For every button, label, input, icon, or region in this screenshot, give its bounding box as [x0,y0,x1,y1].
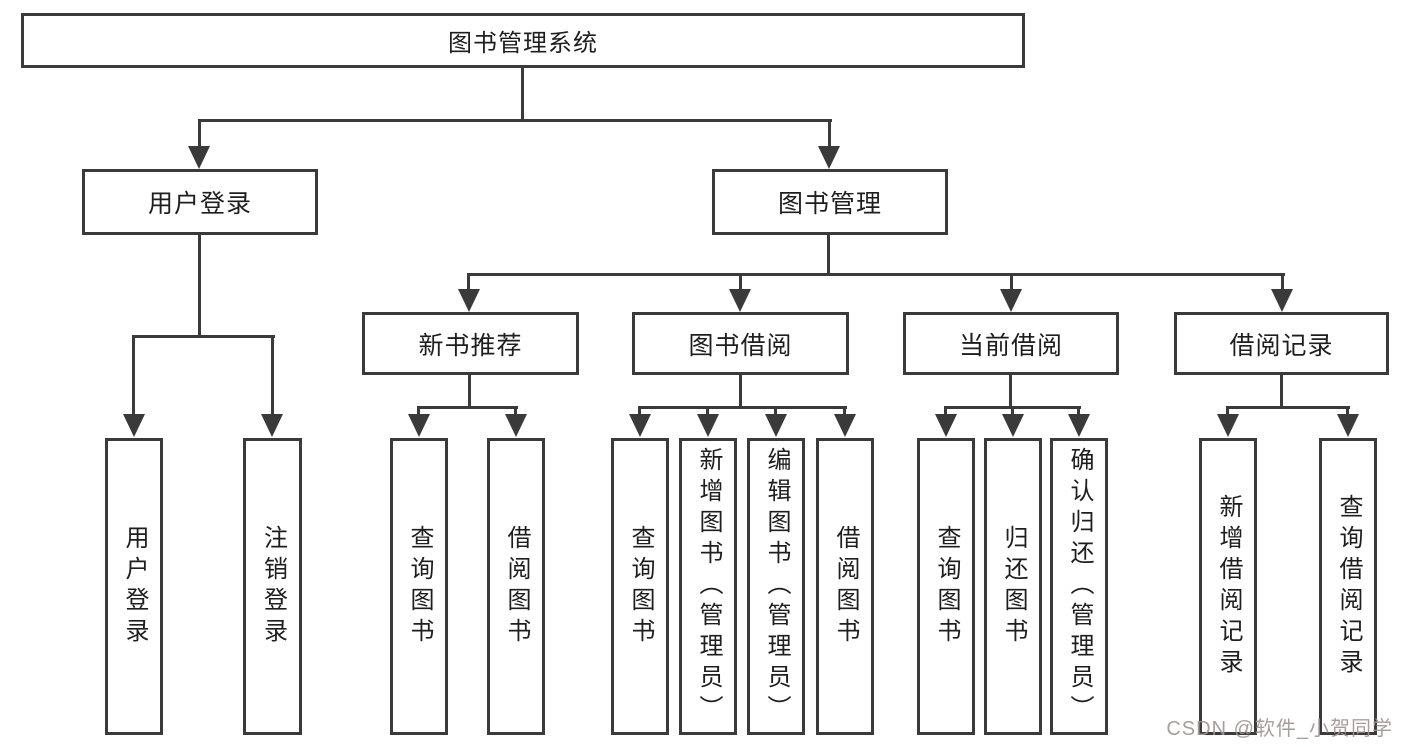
node-root-label: 图书管理系统 [448,30,598,57]
connector-line [1226,406,1229,418]
node-borrow-record: 借阅记录 [1174,312,1389,375]
leaf-borrow-book-1-label: 借阅图书 [503,524,530,649]
connector-line [944,406,947,418]
arrow-down-icon [1271,289,1293,312]
leaf-logout: 注销登录 [243,438,302,735]
node-new-book-recommend-label: 新书推荐 [418,331,523,360]
connector-line [1226,406,1350,409]
arrow-down-icon [1068,414,1090,437]
node-book-borrow: 图书借阅 [632,312,849,375]
connector-line [467,273,1285,276]
leaf-logout-label: 注销登录 [259,524,287,649]
leaf-confirm-return-admin: 确认归还（管理员） [1050,438,1108,735]
connector-line [132,335,275,338]
connector-line [198,235,201,338]
leaf-add-borrow-record: 新增借阅记录 [1199,438,1257,735]
connector-line [1077,406,1080,418]
node-new-book-recommend: 新书推荐 [362,312,579,375]
leaf-edit-book-admin-label: 编辑图书（管理员） [763,447,790,726]
node-book-management-label: 图书管理 [777,190,882,218]
leaf-query-book-3: 查询图书 [917,438,975,735]
connector-line [417,406,518,409]
connector-line [638,406,641,418]
arrow-down-icon [765,414,787,437]
leaf-query-book-1: 查询图书 [390,438,448,735]
arrow-down-icon [261,414,283,437]
leaf-add-book-admin-label: 新增图书（管理员） [695,447,722,726]
node-current-borrow-label: 当前借阅 [958,331,1063,360]
leaf-borrow-book-1: 借阅图书 [487,438,545,735]
leaf-return-book-label: 归还图书 [1000,524,1027,649]
connector-line [198,119,832,122]
node-current-borrow: 当前借阅 [903,312,1119,375]
leaf-edit-book-admin: 编辑图书（管理员） [747,438,805,735]
leaf-query-book-2-label: 查询图书 [627,524,654,649]
leaf-add-borrow-record-label: 新增借阅记录 [1215,493,1242,680]
connector-line [1281,273,1284,293]
connector-line [521,68,524,122]
leaf-query-book-1-label: 查询图书 [406,524,433,649]
connector-line [1009,375,1012,409]
arrow-down-icon [1337,414,1359,437]
connector-line [774,406,777,418]
connector-line [828,119,831,149]
arrow-down-icon [729,289,751,312]
connector-line [132,335,135,417]
arrow-down-icon [834,414,856,437]
connector-line [827,235,830,276]
connector-line [198,119,201,149]
connector-line [467,273,470,293]
leaf-return-book: 归还图书 [984,438,1042,735]
connector-line [739,273,742,293]
node-borrow-record-label: 借阅记录 [1229,331,1334,360]
arrow-down-icon [1217,414,1239,437]
connector-line [271,335,274,417]
leaf-borrow-book-2-label: 借阅图书 [832,524,859,649]
leaf-query-borrow-record-label: 查询借阅记录 [1335,493,1362,680]
leaf-add-book-admin: 新增图书（管理员） [679,438,737,735]
leaf-query-book-3-label: 查询图书 [933,524,960,649]
arrow-down-icon [188,146,210,169]
arrow-down-icon [818,146,840,169]
connector-line [706,406,709,418]
arrow-down-icon [629,414,651,437]
node-user-login-label: 用户登录 [147,190,252,218]
arrow-down-icon [697,414,719,437]
arrow-down-icon [1000,289,1022,312]
node-root: 图书管理系统 [21,13,1025,68]
connector-line [1280,375,1283,409]
arrow-down-icon [505,414,527,437]
leaf-user-login: 用户登录 [105,438,163,735]
leaf-query-book-2: 查询图书 [611,438,669,735]
leaf-borrow-book-2: 借阅图书 [816,438,874,735]
arrow-down-icon [408,414,430,437]
node-book-management: 图书管理 [712,169,948,235]
connector-line [417,406,420,418]
connector-line [638,406,847,409]
connector-line [1010,273,1013,293]
connector-line [1346,406,1349,418]
connector-line [468,375,471,409]
csdn-watermark: CSDN @软件_小贺同学 [1166,718,1393,740]
connector-line [514,406,517,418]
arrow-down-icon [123,414,145,437]
arrow-down-icon [935,414,957,437]
connector-line [1011,406,1014,418]
connector-line [843,406,846,418]
leaf-confirm-return-admin-label: 确认归还（管理员） [1066,447,1093,726]
arrow-down-icon [1002,414,1024,437]
node-user-login: 用户登录 [82,169,318,235]
leaf-query-borrow-record: 查询借阅记录 [1319,438,1377,735]
leaf-user-login-label: 用户登录 [121,524,148,649]
node-book-borrow-label: 图书借阅 [688,331,793,360]
arrow-down-icon [458,289,480,312]
connector-line [739,375,742,409]
